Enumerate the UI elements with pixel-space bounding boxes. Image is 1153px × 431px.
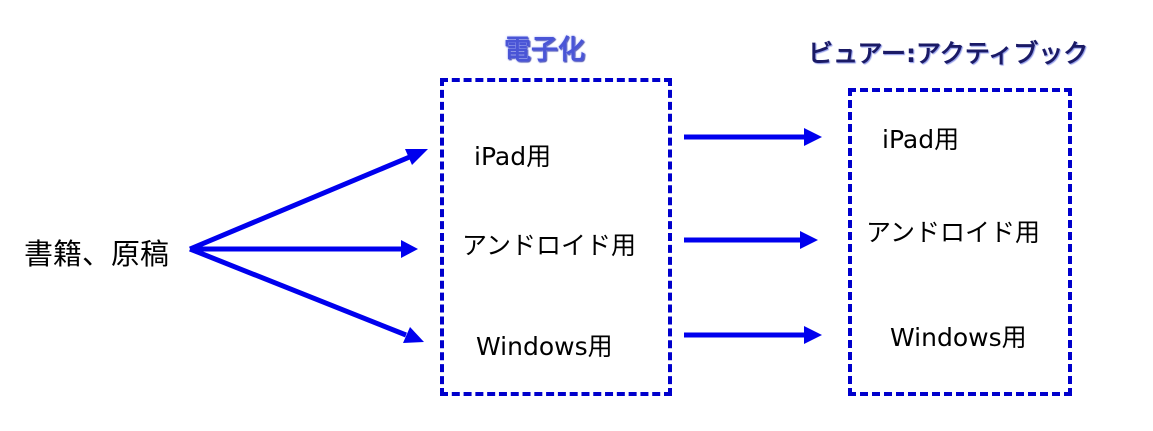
- digitization-item-ipad: iPad用: [474, 142, 552, 171]
- viewer-item-android: アンドロイド用: [866, 218, 1041, 247]
- viewer-heading: ビュアー:アクティブック: [808, 39, 1089, 68]
- arrow-windows-to-windows: [684, 326, 822, 344]
- arrow-android-to-android: [684, 231, 818, 249]
- digitization-item-windows: Windows用: [476, 332, 613, 361]
- viewer-item-ipad: iPad用: [882, 125, 960, 154]
- viewer-item-windows: Windows用: [890, 323, 1027, 352]
- arrow-source-to-windows: [189, 246, 424, 343]
- arrow-source-to-android: [190, 240, 418, 258]
- arrow-source-to-ipad: [189, 149, 428, 252]
- arrow-ipad-to-ipad: [684, 128, 822, 146]
- viewer-box: [848, 88, 1072, 396]
- source-label: 書籍、原稿: [24, 237, 170, 271]
- digitization-item-android: アンドロイド用: [462, 231, 637, 260]
- digitization-heading: 電子化: [504, 35, 585, 66]
- digitization-box: [440, 78, 672, 396]
